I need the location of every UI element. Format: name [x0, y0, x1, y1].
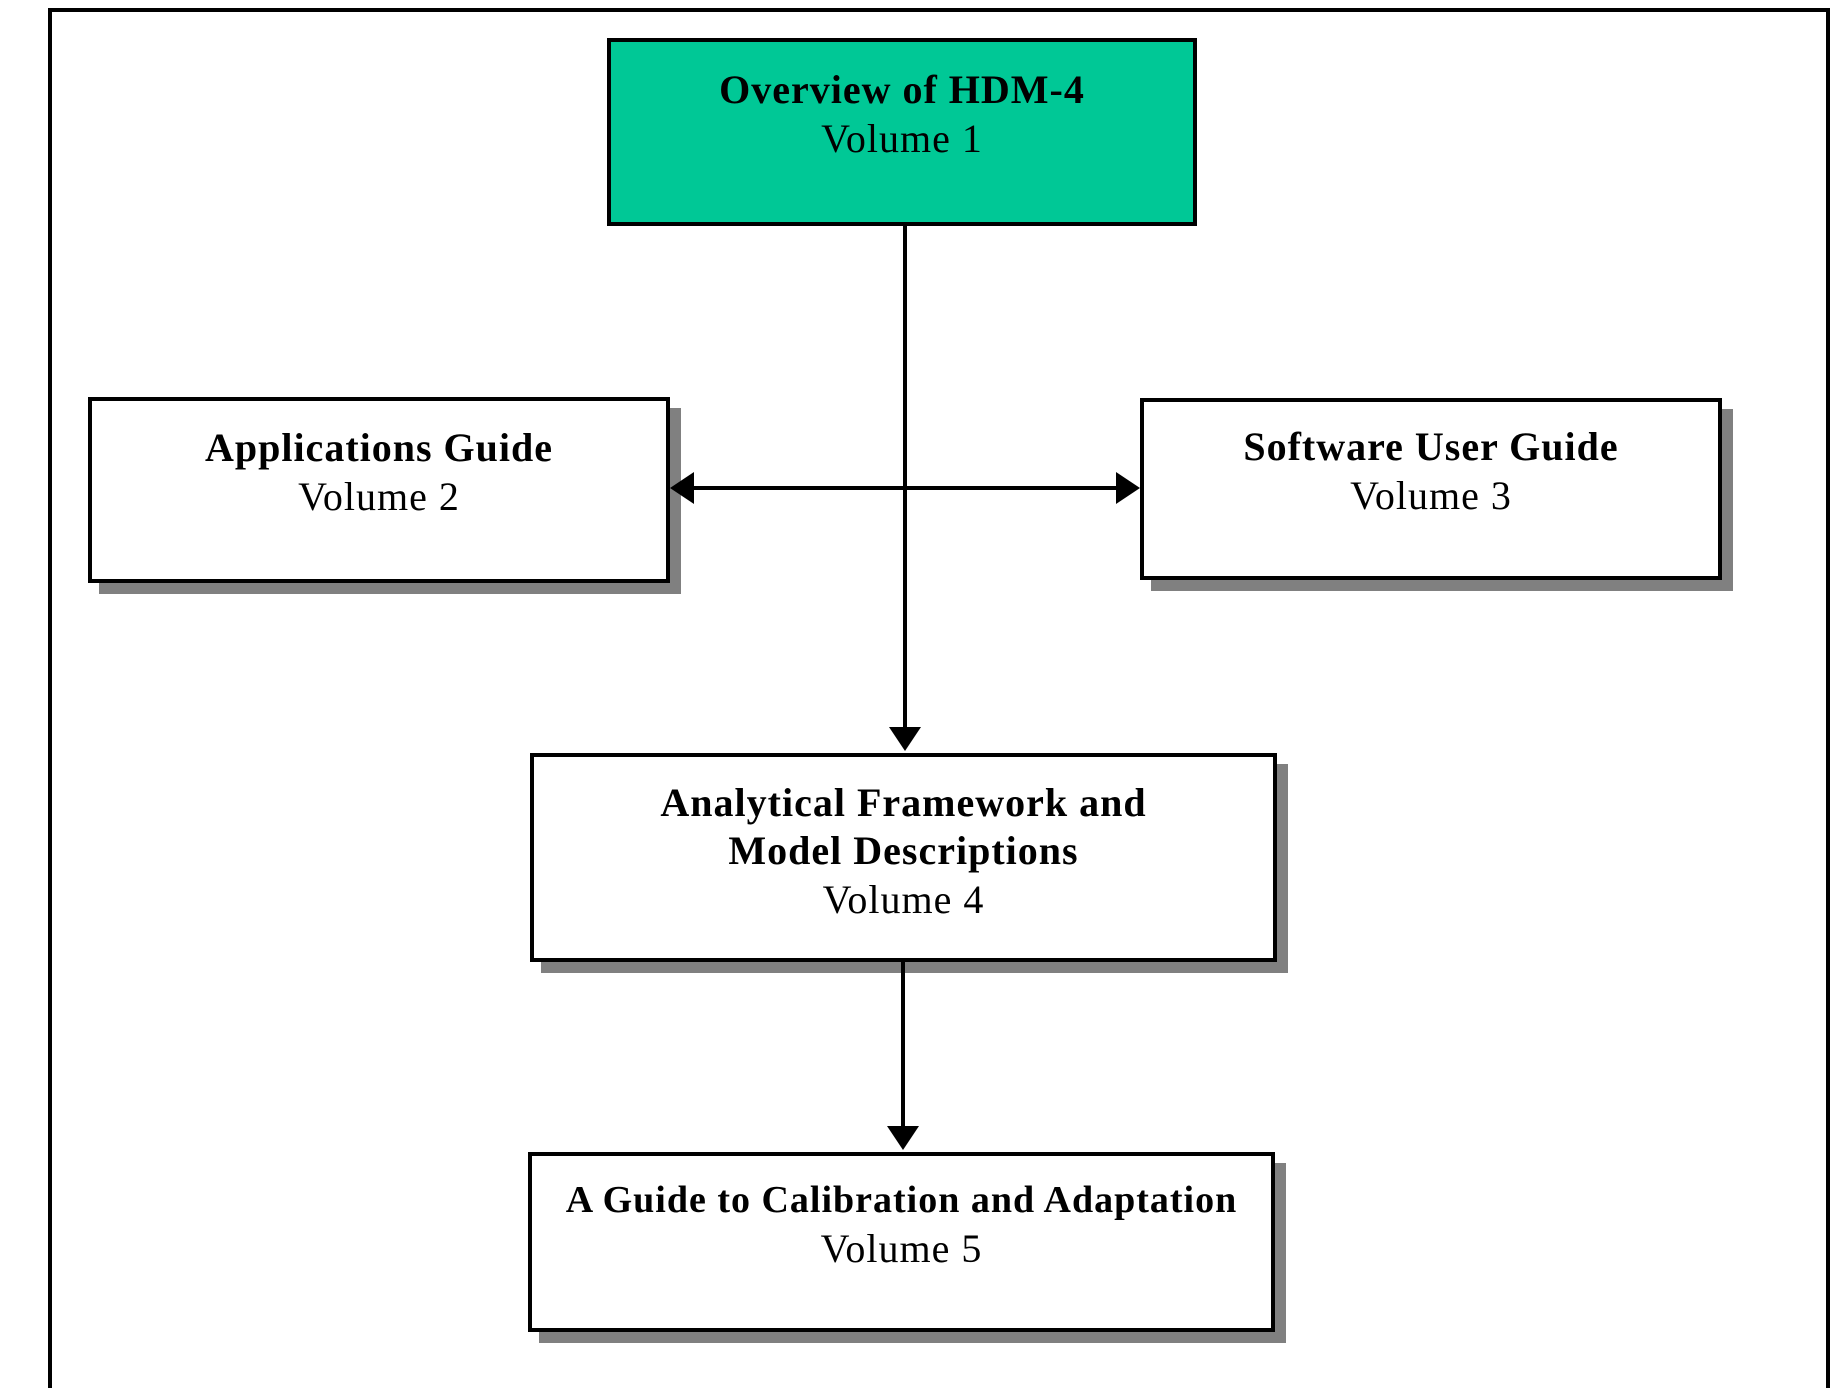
node-volume1: Overview of HDM-4 Volume 1	[607, 38, 1197, 226]
page-border	[48, 8, 1830, 1388]
arrow-right-icon	[1116, 472, 1140, 504]
node-volume4: Analytical Framework and Model Descripti…	[530, 753, 1277, 962]
node-volume5-subtitle: Volume 5	[820, 1225, 983, 1271]
node-volume4-subtitle: Volume 4	[822, 877, 985, 922]
node-volume5: A Guide to Calibration and Adaptation Vo…	[528, 1152, 1275, 1332]
connector-volume4-to-volume5-line	[901, 962, 905, 1134]
node-volume2-title: Applications Guide	[204, 424, 554, 470]
node-volume2-subtitle: Volume 2	[298, 473, 460, 519]
node-volume3-subtitle: Volume 3	[1350, 472, 1512, 518]
connector-volume1-to-volume4-line	[903, 226, 907, 736]
node-volume4-title-line1: Analytical Framework and	[660, 780, 1147, 825]
node-volume4-title-line2: Model Descriptions	[728, 828, 1079, 873]
arrow-down-icon	[887, 1126, 919, 1150]
node-volume1-title: Overview of HDM-4	[719, 66, 1085, 112]
node-volume5-title: A Guide to Calibration and Adaptation	[565, 1178, 1238, 1221]
node-volume1-subtitle: Volume 1	[821, 115, 983, 161]
connector-volume2-volume3-line	[688, 486, 1118, 490]
node-volume2: Applications Guide Volume 2	[88, 397, 670, 583]
arrow-left-icon	[670, 472, 694, 504]
node-volume3-title: Software User Guide	[1243, 423, 1619, 469]
node-volume3: Software User Guide Volume 3	[1140, 398, 1722, 580]
arrow-down-icon	[889, 727, 921, 751]
